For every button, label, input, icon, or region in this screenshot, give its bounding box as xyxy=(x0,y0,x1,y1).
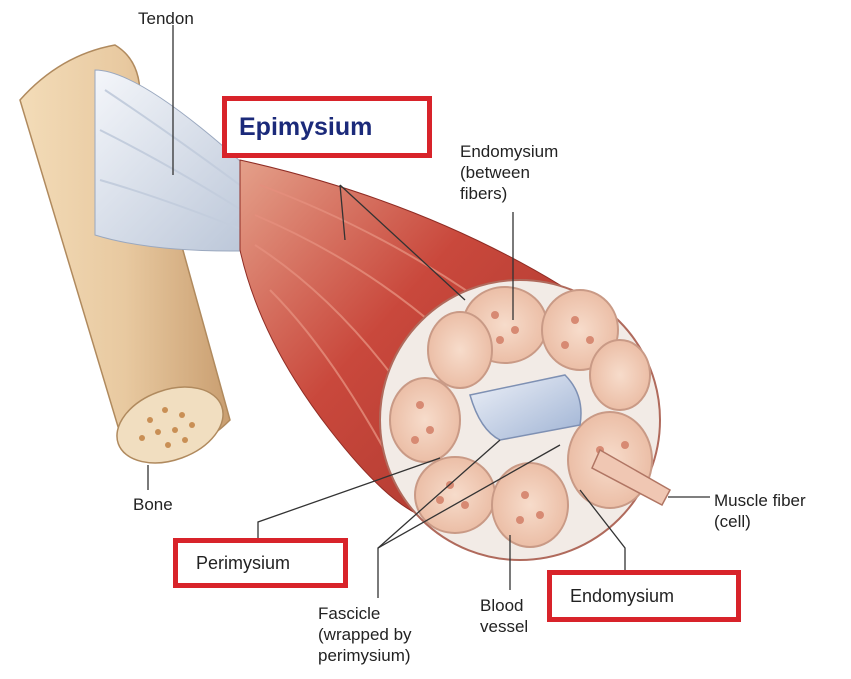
muscle-fiber-label: Muscle fiber (cell) xyxy=(714,490,806,532)
endomysium-label: Endomysium xyxy=(552,586,674,607)
muscle-cross-section xyxy=(380,280,670,560)
perimysium-label: Perimysium xyxy=(178,553,290,574)
bone-label: Bone xyxy=(133,494,173,515)
epimysium-highlight-box: Epimysium xyxy=(222,96,432,158)
epimysium-label: Epimysium xyxy=(227,113,372,142)
perimysium-highlight-box: Perimysium xyxy=(173,538,348,588)
blood-vessel-label: Blood vessel xyxy=(480,595,528,637)
endomysium-between-label: Endomysium (between fibers) xyxy=(460,141,558,204)
fascicle-label: Fascicle (wrapped by perimysium) xyxy=(318,603,412,666)
tendon-label: Tendon xyxy=(138,8,194,29)
endomysium-highlight-box: Endomysium xyxy=(547,570,741,622)
